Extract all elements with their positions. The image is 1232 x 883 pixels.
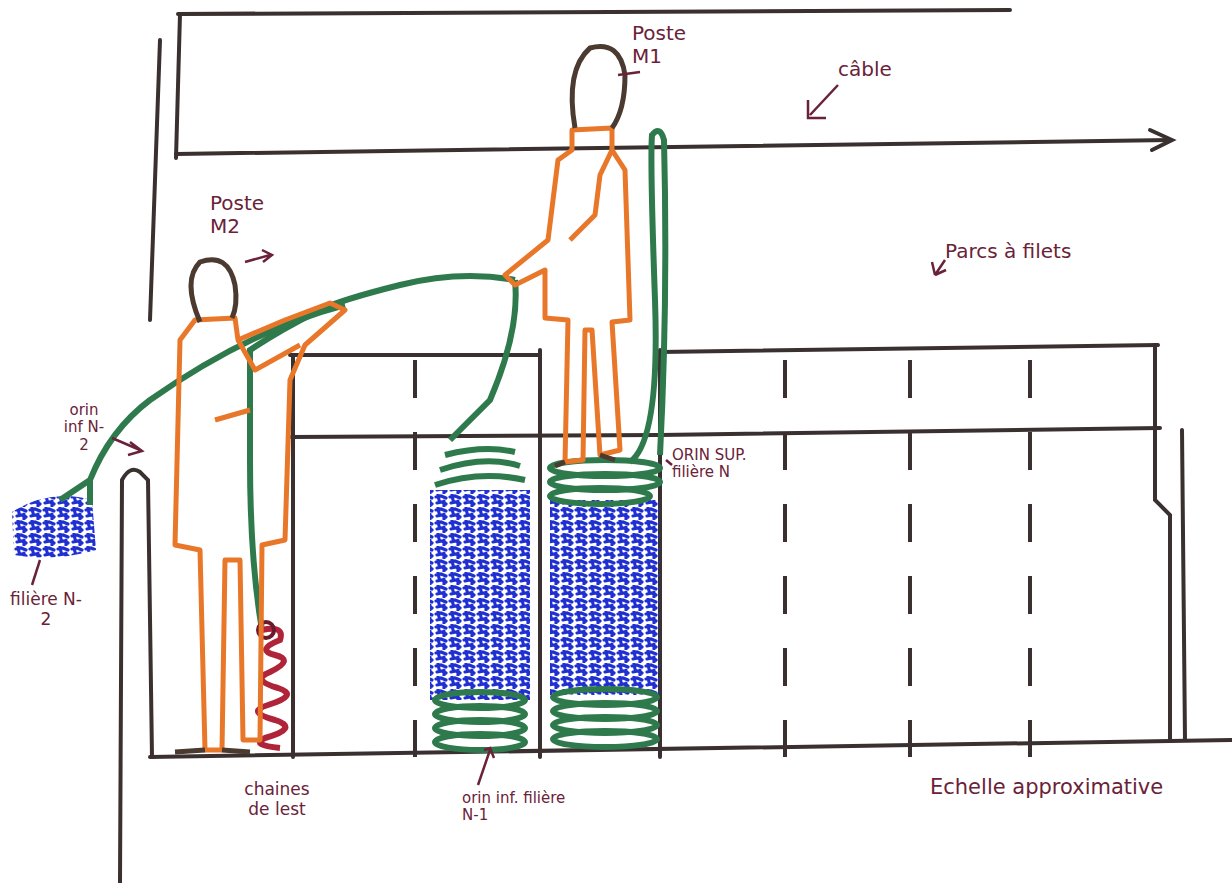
- net-stacks: [12, 490, 660, 700]
- leader-arrows: [32, 72, 946, 785]
- rope-label: ORIN SUP. filière N: [672, 447, 752, 482]
- chain-label: chaines de lest: [232, 780, 322, 819]
- heads-and-feet: [175, 47, 625, 752]
- scale-note: Echelle approximative: [930, 775, 1200, 799]
- net-pen-label: Parcs à filets: [945, 240, 1135, 263]
- rope-coils: [60, 131, 665, 750]
- cable-label: câble: [838, 58, 928, 81]
- dashed-pen-dividers: [415, 360, 1030, 757]
- net-line-label: filière N-2: [10, 590, 82, 629]
- structure: [120, 10, 1232, 883]
- rope-label: orin inf N-2: [60, 402, 108, 454]
- rope-label: orin inf. filière N-1: [462, 790, 582, 825]
- station-label: Poste M1: [632, 22, 702, 68]
- fisherman-figures: [175, 128, 630, 750]
- station-label: Poste M2: [210, 192, 280, 238]
